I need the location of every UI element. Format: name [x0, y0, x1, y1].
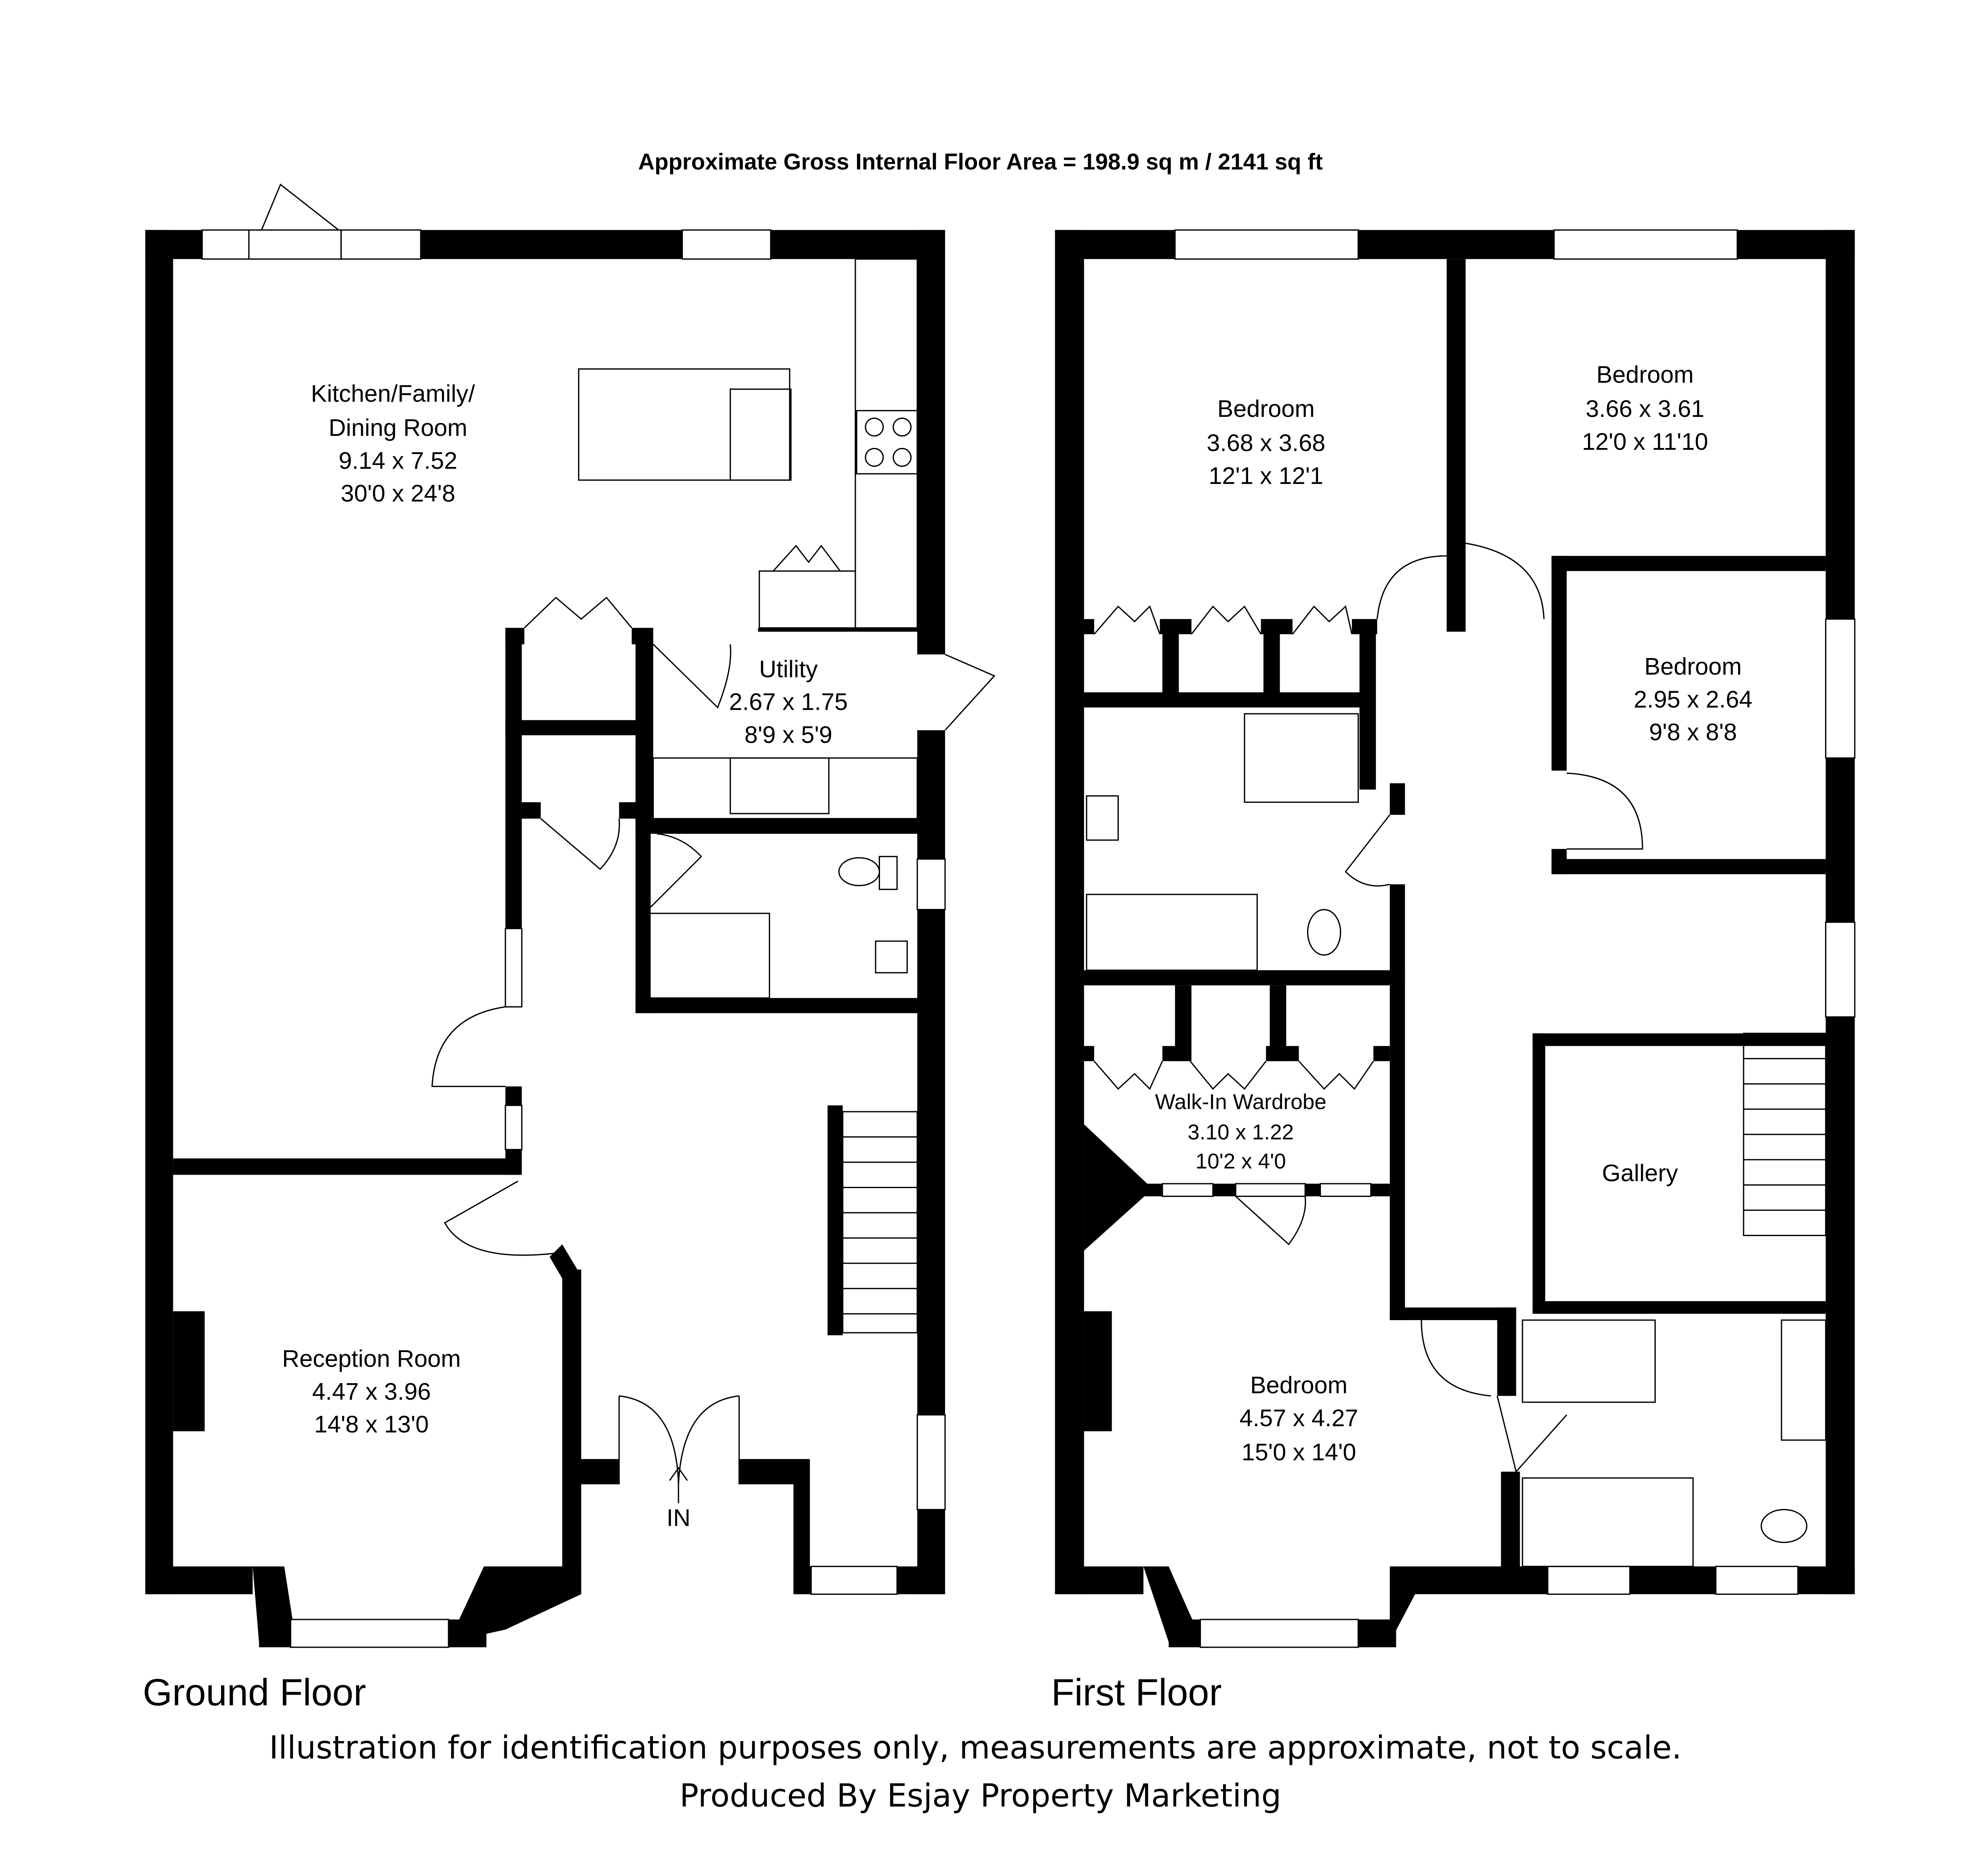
window [916, 858, 946, 911]
kitchen-island [578, 368, 790, 481]
producer-credit: Produced By Esjay Property Marketing [680, 1777, 1281, 1814]
room-bedroom-4: Bedroom 4.57 x 4.27 15'0 x 14'0 [1239, 1371, 1358, 1466]
window [1174, 229, 1359, 260]
ground-floor-plan: IN Kitchen/Family/ Dining Room 9.14 x 7.… [143, 183, 996, 1714]
svg-text:4.47 x 3.96: 4.47 x 3.96 [312, 1378, 431, 1405]
svg-text:4.57 x 4.27: 4.57 x 4.27 [1239, 1405, 1358, 1432]
window [1825, 618, 1855, 759]
shower-tray [1522, 1319, 1656, 1403]
svg-text:Gallery: Gallery [1602, 1159, 1678, 1186]
basin [1086, 795, 1119, 841]
door [944, 654, 996, 731]
toilet [1307, 909, 1341, 956]
svg-text:Utility: Utility [759, 655, 818, 682]
shower-tray [1244, 713, 1359, 803]
svg-text:3.10 x 1.22: 3.10 x 1.22 [1188, 1121, 1294, 1144]
door [444, 1180, 556, 1256]
svg-text:14'8 x 13'0: 14'8 x 13'0 [314, 1411, 429, 1438]
window [505, 1104, 522, 1150]
svg-text:9'8 x 8'8: 9'8 x 8'8 [1649, 719, 1737, 746]
room-reception: Reception Room 4.47 x 3.96 14'8 x 13'0 [282, 1345, 461, 1438]
disclaimer-text: Illustration for identification purposes… [269, 1729, 1682, 1766]
sink [729, 388, 792, 481]
room-bedroom-2: Bedroom 3.66 x 3.61 12'0 x 11'10 [1582, 361, 1708, 455]
window [1547, 1566, 1631, 1595]
svg-text:30'0 x 24'8: 30'0 x 24'8 [341, 480, 455, 507]
svg-text:3.66 x 3.61: 3.66 x 3.61 [1586, 395, 1704, 422]
staircase [1743, 1033, 1826, 1236]
svg-text:8'9 x 5'9: 8'9 x 5'9 [744, 721, 832, 748]
chimney-breast [1084, 1311, 1112, 1432]
window [1320, 1183, 1372, 1197]
bay-window [290, 1619, 449, 1648]
door [431, 1006, 505, 1087]
window [201, 229, 250, 260]
double-basin [1781, 1319, 1826, 1441]
chimney-breast [173, 1311, 205, 1432]
svg-text:3.68 x 3.68: 3.68 x 3.68 [1207, 429, 1325, 456]
room-gallery: Gallery [1602, 1159, 1678, 1186]
svg-text:Walk-In Wardrobe: Walk-In Wardrobe [1155, 1090, 1327, 1114]
window [1162, 1183, 1214, 1197]
svg-text:Bedroom: Bedroom [1645, 653, 1742, 680]
svg-text:2.95 x 2.64: 2.95 x 2.64 [1634, 686, 1752, 713]
door [261, 183, 339, 231]
svg-text:Reception Room: Reception Room [282, 1345, 461, 1372]
staircase [828, 1105, 918, 1335]
svg-text:Bedroom: Bedroom [1250, 1371, 1348, 1399]
window [681, 229, 771, 260]
basin [875, 940, 908, 974]
svg-text:Kitchen/Family/: Kitchen/Family/ [311, 380, 475, 407]
bay-window [1200, 1619, 1359, 1648]
doors [1376, 543, 1545, 619]
worktop [855, 258, 918, 629]
ground-floor-title: Ground Floor [143, 1671, 366, 1714]
svg-text:9.14 x 7.52: 9.14 x 7.52 [339, 447, 457, 474]
svg-text:12'0 x 11'10: 12'0 x 11'10 [1582, 428, 1708, 455]
wardrobe-doors [1093, 1060, 1374, 1090]
first-floor-title: First Floor [1051, 1671, 1222, 1714]
door [1235, 1196, 1306, 1245]
door [650, 833, 702, 908]
door [540, 818, 620, 870]
window [810, 1566, 898, 1595]
window [1715, 1566, 1799, 1595]
svg-text:15'0 x 14'0: 15'0 x 14'0 [1242, 1439, 1356, 1466]
svg-text:12'1 x 12'1: 12'1 x 12'1 [1209, 462, 1323, 489]
window [340, 229, 421, 260]
window [1825, 921, 1855, 1018]
utility-worktop [653, 757, 918, 820]
front-door [618, 1395, 740, 1485]
room-bedroom-1: Bedroom 3.68 x 3.68 12'1 x 12'1 [1207, 395, 1325, 489]
toilet [838, 857, 880, 886]
cupboard-doors [524, 597, 632, 629]
window [916, 1414, 946, 1510]
bath [1086, 894, 1258, 971]
shower-tray [646, 913, 770, 999]
svg-text:Bedroom: Bedroom [1596, 361, 1694, 388]
toilet [1760, 1509, 1808, 1543]
door [653, 644, 731, 709]
entrance-label: IN [666, 1504, 690, 1531]
wardrobe-doors [1093, 605, 1353, 635]
entrance-arrow-icon [669, 1467, 688, 1504]
door [1345, 814, 1390, 887]
first-floor-plan: Bedroom 3.68 x 3.68 12'1 x 12'1 Bedroom … [1051, 229, 1855, 1714]
window [505, 927, 522, 1007]
svg-text:Dining Room: Dining Room [328, 414, 467, 441]
door [1567, 772, 1643, 850]
floor-area-heading: Approximate Gross Internal Floor Area = … [638, 149, 1323, 174]
room-kitchen-family-dining: Kitchen/Family/ Dining Room 9.14 x 7.52 … [311, 380, 475, 507]
room-bedroom-3: Bedroom 2.95 x 2.64 9'8 x 8'8 [1634, 653, 1752, 746]
svg-text:2.67 x 1.75: 2.67 x 1.75 [729, 688, 848, 715]
utility-sink [729, 757, 830, 814]
room-walk-in-wardrobe: Walk-In Wardrobe 3.10 x 1.22 10'2 x 4'0 [1155, 1090, 1327, 1174]
svg-text:10'2 x 4'0: 10'2 x 4'0 [1196, 1150, 1286, 1174]
svg-text:Bedroom: Bedroom [1217, 395, 1315, 422]
hob [856, 410, 918, 475]
bath [1522, 1477, 1694, 1567]
door [1421, 1320, 1491, 1397]
room-utility: Utility 2.67 x 1.75 8'9 x 5'9 [729, 655, 848, 748]
window [1553, 229, 1738, 260]
